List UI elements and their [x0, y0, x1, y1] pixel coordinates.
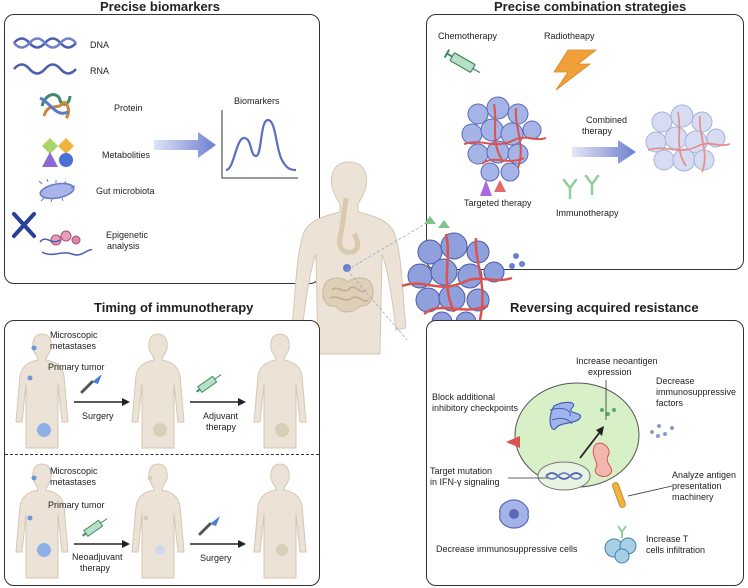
arrow-surgery-1 — [74, 398, 130, 406]
patient-figure-3 — [253, 333, 307, 449]
target-mutation-label: Target mutation in IFN-γ signaling — [430, 466, 500, 488]
block-line1: Block additional — [432, 392, 496, 402]
epigenetic-label-line2: analysis — [107, 241, 140, 251]
gut-microbiota-icon — [38, 178, 76, 203]
combined-label-line1: Combined — [586, 115, 628, 125]
panel-resistance-title: Reversing acquired resistance — [510, 300, 699, 315]
timing-divider — [5, 454, 319, 455]
arrow-surgery-2 — [190, 540, 246, 548]
panel-combination-title: Precise combination strategies — [494, 0, 687, 14]
biomarkers-chart-title: Biomarkers — [234, 96, 280, 106]
analyze-line1: Analyze antigen — [672, 470, 737, 480]
analyze-line3: machinery — [672, 492, 714, 502]
target-line2: in IFN-γ signaling — [430, 477, 500, 487]
syringe-icon-neoadjuvant — [82, 518, 108, 538]
patient-figure-1 — [15, 333, 69, 449]
lightning-icon — [553, 49, 598, 91]
protein-label: Protein — [114, 103, 143, 113]
metabolites-label: Metabolities — [102, 150, 151, 160]
decf-line2: immunosuppressive — [656, 387, 737, 397]
patient-figure-4 — [15, 463, 69, 579]
surgery-label-2: Surgery — [200, 553, 232, 563]
epigenetic-label-line1: Epigenetic — [106, 230, 149, 240]
panel-biomarkers-title: Precise biomarkers — [100, 0, 220, 14]
tcells-line1: Increase T — [646, 534, 689, 544]
dna-icon — [13, 37, 77, 49]
micro1-line2: metastases — [50, 341, 97, 351]
increase-neoantigen-label: Increase neoantigen expression — [576, 356, 658, 378]
tumor-cell-diagram — [514, 382, 640, 491]
syringe-icon-adjuvant — [196, 374, 222, 394]
neo-line2: expression — [588, 367, 632, 377]
micro2-line1: Microscopic — [50, 466, 98, 476]
analyze-line2: presentation — [672, 481, 722, 491]
patient-figure-6 — [253, 463, 307, 579]
combined-arrow — [572, 140, 636, 164]
decf-line3: factors — [656, 398, 684, 408]
rna-icon — [13, 63, 77, 75]
decf-line1: Decrease — [656, 376, 695, 386]
neoantigen-pointer — [605, 380, 607, 420]
tumor-cluster-after — [645, 104, 731, 173]
rna-label: RNA — [90, 66, 110, 76]
primary-tumor-label-1: Primary tumor — [48, 362, 105, 372]
epigenetic-label: Epigenetic analysis — [106, 230, 148, 252]
micro-metastases-label-1: Microscopic metastases — [50, 330, 98, 352]
analyze-antigen-label: Analyze antigen presentation machinery — [672, 470, 736, 503]
micro-metastases-label-2: Microscopic metastases — [50, 466, 98, 488]
combined-label-line2: therapy — [582, 126, 613, 136]
block-line2: inhibitory checkpoints — [432, 403, 519, 413]
protein-icon — [39, 93, 72, 120]
target-line1: Target mutation — [430, 466, 493, 476]
decrease-factors-label: Decrease immunosuppressive factors — [656, 376, 736, 409]
syringe-icon — [443, 49, 481, 74]
scalpel-icon-1 — [80, 374, 102, 394]
chemotherapy-label: Chemotherapy — [438, 31, 498, 41]
neoadj-line1: Neoadjuvant — [72, 552, 123, 562]
micro1-line1: Microscopic — [50, 330, 98, 340]
micro2-line2: metastases — [50, 477, 97, 487]
increase-tcells-label: Increase T cells infiltration — [646, 534, 705, 556]
tcells-line2: cells infiltration — [646, 545, 706, 555]
patient-figure-5 — [131, 463, 185, 579]
checkpoint-triangle — [506, 436, 520, 448]
surgery-label-1: Surgery — [82, 411, 114, 421]
targeted-therapy-label: Targeted therapy — [464, 198, 532, 208]
analyze-pointer — [627, 485, 673, 497]
scalpel-icon-2 — [198, 516, 220, 536]
adjuvant-line1: Adjuvant — [203, 411, 239, 421]
tumor-cluster-before — [461, 96, 547, 182]
zoom-callout-lines — [346, 223, 426, 341]
block-checkpoints-label: Block additional inhibitory checkpoints — [432, 392, 518, 414]
adjuvant-line2: therapy — [206, 422, 237, 432]
decrease-cells-label: Decrease immunosuppressive cells — [436, 544, 578, 554]
adjuvant-label: Adjuvant therapy — [203, 411, 238, 433]
target-mutation-pointer — [508, 477, 548, 479]
neo-line1: Increase neoantigen — [576, 356, 658, 366]
suppressive-cell-icon — [499, 499, 529, 529]
primary-tumor-label-2: Primary tumor — [48, 500, 105, 510]
gut-microbiota-label: Gut microbiota — [96, 186, 155, 196]
neoadj-line2: therapy — [80, 563, 111, 573]
panel-timing-title: Timing of immunotherapy — [94, 300, 254, 315]
t-cells-icon — [604, 525, 637, 564]
immunotherapy-icons — [562, 174, 600, 200]
epigenetic-icon — [12, 212, 93, 256]
neoadjuvant-label: Neoadjuvant therapy — [72, 552, 123, 574]
biomarkers-arrow — [154, 132, 216, 158]
patient-figure-2 — [131, 333, 185, 449]
radiotherapy-label: Radiotheapy — [544, 31, 595, 41]
antigen-presentation-tube — [612, 482, 626, 508]
immunotherapy-label: Immunotherapy — [556, 208, 619, 218]
immunosuppressive-factor-dots — [650, 424, 674, 438]
combined-therapy-label: Combined therapy — [582, 115, 627, 137]
dna-label: DNA — [90, 40, 110, 50]
biomarkers-curve — [221, 110, 298, 179]
arrow-adjuvant — [190, 398, 246, 406]
targeted-therapy-arrows — [480, 180, 506, 196]
arrow-neoadjuvant — [74, 540, 130, 548]
metabolites-icon — [42, 138, 74, 167]
